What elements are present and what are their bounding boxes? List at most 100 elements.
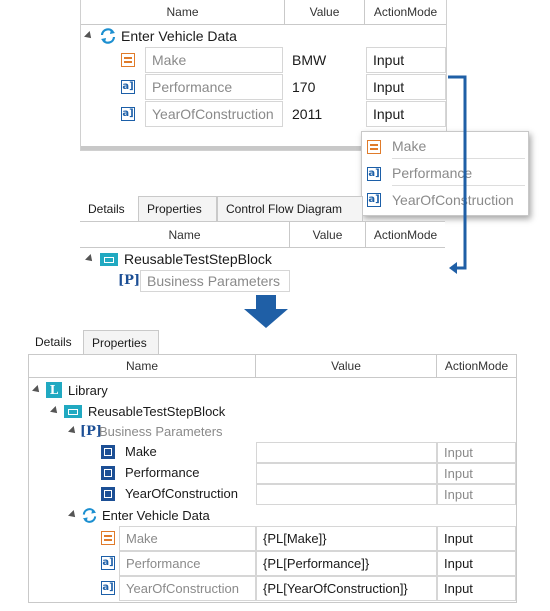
text-field-icon: a] xyxy=(101,581,115,595)
middle-tree-panel: Name Value ActionMode ReusableTestStepBl… xyxy=(80,221,445,292)
text-field-icon: a] xyxy=(101,556,115,570)
row-name-cell: Performance xyxy=(119,551,256,576)
refresh-icon xyxy=(100,28,116,44)
text-field-icon: a] xyxy=(367,193,381,207)
parameter-square-icon xyxy=(101,445,115,459)
drag-item-performance: a] Performance xyxy=(367,162,525,186)
row-actionmode-cell[interactable]: Input xyxy=(366,74,446,100)
top-tree-panel: Name Value ActionMode Enter Vehicle Data… xyxy=(80,0,447,151)
row-actionmode-cell[interactable]: Input xyxy=(366,101,446,127)
row-name-cell: YearOfConstruction xyxy=(145,101,283,127)
param-actionmode-cell[interactable]: Input xyxy=(437,484,516,505)
param-value-cell[interactable] xyxy=(256,463,437,484)
row-value-cell[interactable]: BMW xyxy=(292,52,327,68)
bottom-tree-panel: Name Value ActionMode L Library Reusable… xyxy=(28,354,517,603)
bottom-tab-bar: Details Properties xyxy=(27,330,159,354)
tab-control-flow-diagram[interactable]: Control Flow Diagram xyxy=(217,196,363,221)
row-name-cell: Make xyxy=(145,47,283,73)
library-icon: L xyxy=(46,382,62,398)
text-field-icon: a] xyxy=(121,80,135,94)
parameter-icon: [P] xyxy=(118,273,141,288)
drag-preview-popup: Make a] Performance a] YearOfConstructio… xyxy=(361,131,529,216)
down-arrow-icon xyxy=(244,295,288,328)
column-actionmode-header[interactable]: ActionMode xyxy=(444,359,509,373)
step-label: Enter Vehicle Data xyxy=(121,28,237,44)
drag-connector-arrow xyxy=(448,75,467,274)
text-field-icon: a] xyxy=(367,167,381,181)
block-label: ReusableTestStepBlock xyxy=(88,403,226,419)
param-actionmode-cell[interactable]: Input xyxy=(437,442,516,463)
row-value-cell[interactable]: {PL[Make]} xyxy=(256,526,437,551)
tree-row-library[interactable]: L Library xyxy=(32,380,108,400)
tab-details[interactable]: Details xyxy=(80,196,138,221)
param-row-yearofconstruction[interactable]: YearOfConstruction Input xyxy=(101,484,516,505)
column-value-header[interactable]: Value xyxy=(290,222,366,247)
param-name: YearOfConstruction xyxy=(125,486,238,501)
row-actionmode-cell[interactable]: Input xyxy=(366,47,446,73)
expand-arrow-icon[interactable] xyxy=(85,254,95,264)
row-name-cell: Make xyxy=(119,526,256,551)
step-row-yearofconstruction[interactable]: a] YearOfConstruction {PL[YearOfConstruc… xyxy=(101,576,516,601)
drag-item-label: Performance xyxy=(392,162,525,186)
block-label: ReusableTestStepBlock xyxy=(124,251,272,267)
tab-properties[interactable]: Properties xyxy=(83,330,159,354)
tab-properties[interactable]: Properties xyxy=(138,196,217,221)
top-column-header: Name Value ActionMode xyxy=(81,0,446,25)
tree-row-reusable-block[interactable]: ReusableTestStepBlock xyxy=(85,249,272,269)
row-value-cell[interactable]: {PL[Performance]} xyxy=(256,551,437,576)
column-actionmode-header[interactable]: ActionMode xyxy=(373,5,438,19)
tab-details[interactable]: Details xyxy=(27,330,83,354)
bottom-column-header: Name Value ActionMode xyxy=(29,355,516,378)
expand-arrow-icon[interactable] xyxy=(68,510,78,520)
middle-tab-bar: Details Properties Control Flow Diagram xyxy=(80,196,363,221)
expand-arrow-icon[interactable] xyxy=(50,406,60,416)
drag-item-label: YearOfConstruction xyxy=(392,191,514,208)
column-value-header[interactable]: Value xyxy=(256,355,437,377)
step-row-performance[interactable]: a] Performance {PL[Performance]} Input xyxy=(101,551,516,576)
row-actionmode-cell[interactable]: Input xyxy=(437,576,516,601)
list-icon xyxy=(121,53,135,67)
library-label: Library xyxy=(68,382,108,398)
drag-item-label: Make xyxy=(392,135,525,159)
expand-arrow-icon[interactable] xyxy=(84,31,94,41)
top-row-make[interactable]: Make BMW Input xyxy=(121,47,446,73)
param-name: Make xyxy=(125,444,157,459)
parameter-square-icon xyxy=(101,487,115,501)
list-icon xyxy=(367,140,381,154)
expand-arrow-icon[interactable] xyxy=(32,385,42,395)
param-row-performance[interactable]: Performance Input xyxy=(101,463,516,484)
business-parameters-label: Business Parameters xyxy=(140,270,290,292)
panel-divider xyxy=(81,146,446,150)
drag-item-make: Make xyxy=(367,135,525,159)
column-actionmode-header[interactable]: ActionMode xyxy=(373,227,438,242)
row-value-cell[interactable]: {PL[YearOfConstruction]} xyxy=(256,576,437,601)
row-actionmode-cell[interactable]: Input xyxy=(437,551,516,576)
row-value-cell[interactable]: 170 xyxy=(292,79,316,95)
tree-row-enter-vehicle-data[interactable]: Enter Vehicle Data xyxy=(84,26,237,46)
column-name-header[interactable]: Name xyxy=(29,355,256,377)
row-name-cell: Performance xyxy=(145,74,283,100)
column-value-header[interactable]: Value xyxy=(285,0,365,24)
text-field-icon: a] xyxy=(121,107,135,121)
row-actionmode-cell[interactable]: Input xyxy=(437,526,516,551)
expand-arrow-icon[interactable] xyxy=(68,426,78,436)
column-name-header[interactable]: Name xyxy=(81,0,285,24)
param-row-make[interactable]: Make Input xyxy=(101,442,516,463)
step-label: Enter Vehicle Data xyxy=(102,507,210,523)
column-name-header[interactable]: Name xyxy=(80,222,290,247)
drag-item-yearofconstruction: a] YearOfConstruction xyxy=(367,188,525,212)
business-parameters-label: Business Parameters xyxy=(99,423,223,439)
list-icon xyxy=(101,531,115,545)
tree-row-business-parameters[interactable]: [P] Business Parameters xyxy=(68,421,223,441)
row-value-cell[interactable]: 2011 xyxy=(292,106,323,122)
step-row-make[interactable]: Make {PL[Make]} Input xyxy=(101,526,516,551)
row-name-cell: YearOfConstruction xyxy=(119,576,256,601)
param-value-cell[interactable] xyxy=(256,484,437,505)
tree-row-reusable-block[interactable]: ReusableTestStepBlock xyxy=(50,401,226,421)
test-step-block-icon xyxy=(64,404,82,418)
tree-row-enter-vehicle-data[interactable]: Enter Vehicle Data xyxy=(68,505,210,525)
param-actionmode-cell[interactable]: Input xyxy=(437,463,516,484)
param-value-cell[interactable] xyxy=(256,442,437,463)
parameter-square-icon xyxy=(101,466,115,480)
middle-column-header: Name Value ActionMode xyxy=(80,222,445,248)
